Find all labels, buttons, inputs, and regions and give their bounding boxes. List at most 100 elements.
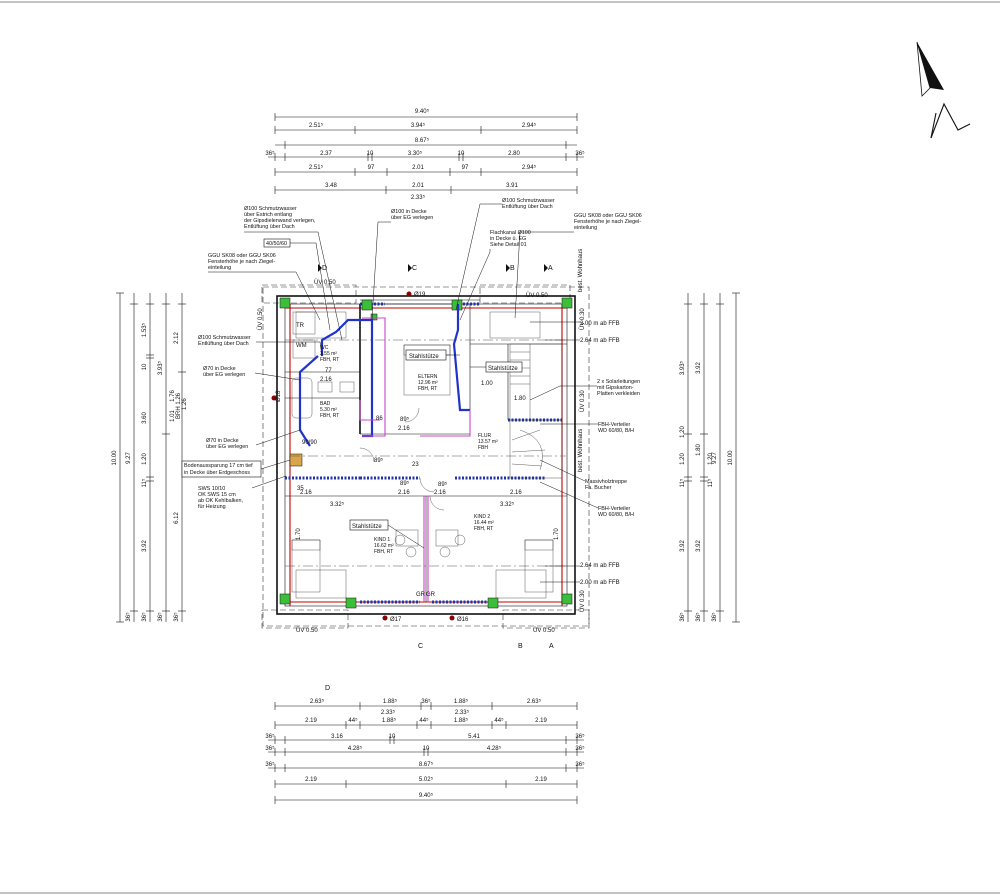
note-14-l1: FBH-Verteiler (598, 422, 631, 428)
note-10-l2: über EG verlegen (206, 444, 248, 450)
dim-left-c5b: 6.12 (174, 512, 180, 524)
axis-marker-d-top: D (322, 265, 327, 272)
note-12-l2: OK SWS 15 cm (198, 492, 236, 498)
note-7-l3: Siehe Detail 01 (490, 242, 527, 248)
dim-bot-8: 9.40⁵ (419, 792, 434, 799)
dim-right-c3e: 3.92 (696, 540, 702, 552)
dim-left-c3f: 3.92 (142, 540, 148, 552)
axis-marker-b-bot: B (518, 643, 523, 650)
dim-top-5d: 97 (462, 165, 469, 171)
note-12-l3: ab OK Kehlbalken, (198, 498, 243, 504)
dim-left-outer: 10.00 (112, 450, 118, 466)
pipe-routes (298, 304, 471, 602)
dim-right-c4f: 36⁵ (679, 612, 686, 622)
dim-bot-3d: 44⁵ (419, 717, 429, 724)
inner-dim-22: 1.26 (182, 398, 188, 410)
inner-dim-2: 1.00 (481, 381, 493, 387)
level-2: 2.64 m ab FFB (580, 338, 620, 344)
dim-bot-6b: 8.67⁵ (419, 761, 434, 768)
dim-top-3: 8.67⁵ (415, 137, 430, 144)
room-kind2-name: KIND 2 (474, 514, 490, 520)
inner-dim-14: 86 (376, 416, 383, 422)
dim-left-c2b: 36⁵ (125, 612, 132, 622)
dim-bot-5e: 36⁵ (575, 745, 585, 752)
inner-dim-12: 3.32⁵ (500, 501, 515, 508)
inner-dim-17: 35 (297, 486, 304, 492)
dim-top-2c: 2.94⁵ (522, 122, 537, 129)
col-label-19: Ø19 (414, 292, 426, 298)
dim-bot-1b: 1.88⁵ (383, 698, 398, 705)
room-kind2-area: 16.44 m² (474, 520, 494, 526)
dim-bot-4c: 10 (389, 734, 396, 740)
note-12-l1: SWS 10/10 (198, 486, 225, 492)
inner-dim-21: 89⁵ (438, 481, 448, 488)
room-flur-name: FLUR (478, 433, 491, 439)
note-12-l4: für Heizung (198, 504, 226, 510)
dim-bot-1c: 36⁵ (421, 698, 431, 705)
dim-top-4b: 2.37 (320, 151, 332, 157)
dim-right-c4a: 3.93⁵ (679, 360, 686, 375)
inner-dim-tr: TR (296, 323, 305, 329)
dim-top-5a: 2.51⁵ (309, 164, 324, 171)
dim-bot-7c: 2.19 (535, 777, 547, 783)
dim-left-c5a: 2.12 (174, 332, 180, 344)
dim-right-c4e: 3.92 (680, 540, 686, 552)
dim-bot-5b: 4.28⁵ (348, 745, 363, 752)
overhang-5: ÜV 0.50 (296, 627, 318, 634)
dim-bot-2a: 2.33⁵ (381, 709, 396, 716)
overhang-8: ÜV 0.30 (579, 590, 586, 612)
room-kind1-floor: FBH, RT (374, 549, 393, 555)
inner-dim-5: 2.16 (398, 490, 410, 496)
inner-dim-13: 23 (412, 462, 419, 468)
note-6-l1: GGU SK08 oder GGU SK06 (208, 253, 276, 259)
inner-dim-1: 2.16 (320, 377, 332, 383)
note-8-l2: Entlüftung über Dach (502, 204, 553, 210)
note-13-l2: mit Gipskarton- (597, 385, 634, 391)
dim-top-5b: 97 (368, 165, 375, 171)
building-structure (261, 284, 590, 629)
annotation-notes: Ø100 Schmutzwasser über Estrich entlang … (181, 198, 642, 518)
note-16-l2: WD 60/80, B/H (598, 512, 634, 518)
party-wall-1: best. Wohnhaus (578, 249, 584, 292)
room-kind2-floor: FBH, RT (474, 526, 493, 532)
inner-dim-6: 89⁵ (400, 416, 410, 423)
dim-left-c4e: 36⁵ (157, 612, 164, 622)
dim-bot-7a: 2.19 (305, 777, 317, 783)
inner-dim-4: 2.16 (398, 426, 410, 432)
inner-dim-15: 77 (325, 368, 332, 374)
dim-top-4g: 36⁵ (575, 150, 585, 157)
dim-bot-2b: 2.33⁵ (455, 709, 470, 716)
overhang-1: ÜV 0.50 (314, 279, 336, 286)
overhang-4: ÜV 0.30 (579, 390, 586, 412)
dim-bot-3g: 2.19 (535, 718, 547, 724)
dim-bot-6c: 36⁵ (575, 761, 585, 768)
dim-left-c5c: 36⁵ (173, 612, 180, 622)
note-7-l1: Flachkanal Ø100 (490, 230, 531, 236)
room-labels: ELTERN 12.96 m² FBH, RT BAD 5.30 m² FBH,… (320, 345, 498, 555)
room-bad-area: 5.30 m² (320, 407, 337, 413)
dim-right-c3c: 1.20 (708, 453, 714, 465)
right-dimension-chains: 10.00 9.27 36⁵ 3.92 1.80 1.20 11⁵ 3.92 3… (679, 292, 740, 623)
dim-bot-3e: 1.88⁵ (454, 717, 469, 724)
dim-top-2b: 3.94⁵ (411, 122, 426, 129)
note-1-l4: Entlüftung über Dach (244, 224, 295, 230)
note-1-l2: über Estrich entlang (244, 212, 292, 218)
dim-top-5e: 2.94⁵ (522, 164, 537, 171)
note-11-l1: Bodenaussparung 17 cm tief (184, 463, 253, 469)
dim-top-7: 2.33⁵ (411, 194, 426, 201)
inner-dim-gr1: GR (416, 592, 426, 598)
note-2-l1: Ø100 in Decke (391, 209, 427, 215)
dim-bot-5a: 36⁵ (265, 745, 275, 752)
note-1-l3: der Gipsdielenwand verlegen, (244, 218, 316, 224)
note-3-l1: Ø100 Schmutzwasser (198, 335, 251, 341)
col-label-18: Ø18 (276, 390, 282, 402)
room-wc-floor: FBH, RT (320, 357, 339, 363)
dim-bot-4d: 5.41 (468, 734, 480, 740)
dim-left-c3e: 11⁵ (141, 478, 148, 487)
inner-dim-wm: WM (296, 343, 307, 349)
note-5: 40/50/60 (266, 241, 287, 247)
bottom-dimension-chains: 2.63⁵ 1.88⁵ 36⁵ 1.88⁵ 2.63⁵ 2.33⁵ 2.33⁵ … (265, 698, 585, 804)
axis-marker-b-top: B (510, 265, 515, 272)
note-4-l1: GGU SK08 oder GGU SK06 (574, 213, 642, 219)
